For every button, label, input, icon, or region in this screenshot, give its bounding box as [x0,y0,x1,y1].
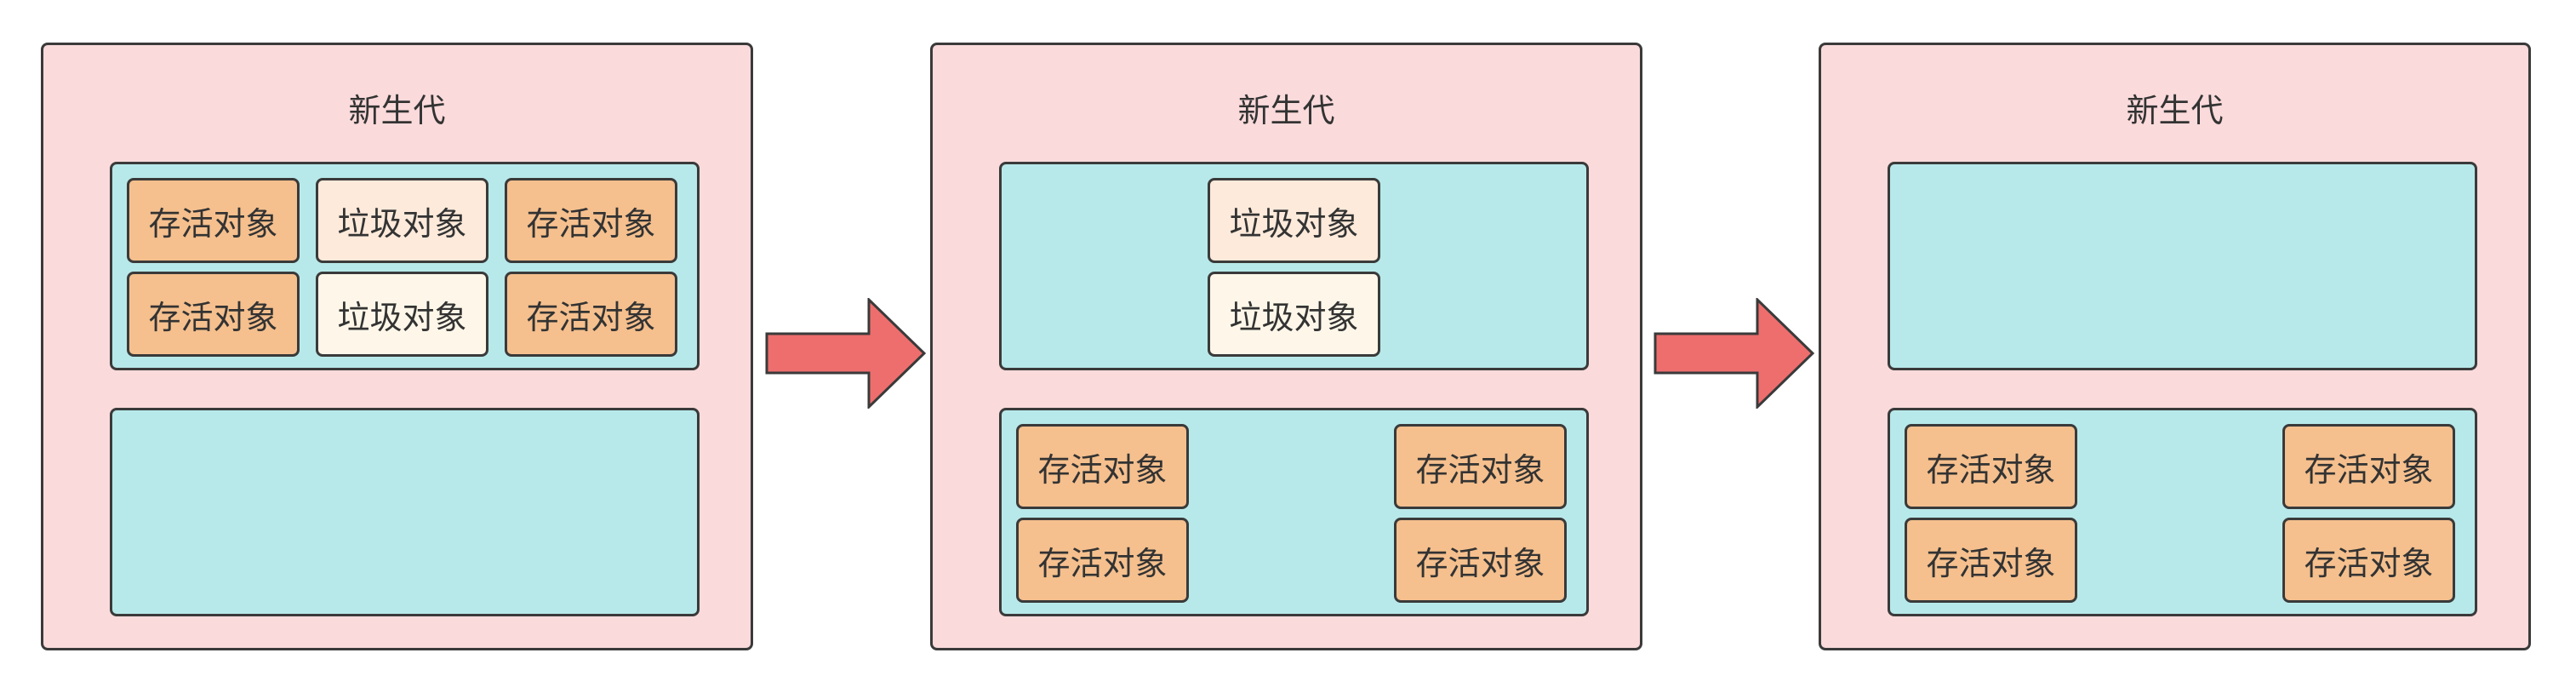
right-arrow-icon [1654,298,1815,409]
survivor-object: 存活对象 [505,272,677,357]
garbage-object: 垃圾对象 [316,272,488,357]
survivor-object: 存活对象 [1016,518,1189,603]
garbage-object: 垃圾对象 [316,178,488,263]
survivor-object: 存活对象 [127,272,300,357]
right-arrow-icon [765,298,927,409]
survivor-object: 存活对象 [1394,424,1567,509]
garbage-object: 垃圾对象 [1208,272,1380,357]
eden-region [1888,162,2477,370]
survivor-object: 存活对象 [127,178,300,263]
panel-title: 新生代 [348,92,446,129]
eden-region: 存活对象 垃圾对象 存活对象 存活对象 垃圾对象 存活对象 [110,162,700,370]
garbage-object: 垃圾对象 [1208,178,1380,263]
eden-region: 垃圾对象 垃圾对象 [999,162,1589,370]
survivor-object: 存活对象 [2282,424,2455,509]
survivor-region: 存活对象 存活对象 存活对象 存活对象 [999,408,1589,616]
survivor-object: 存活对象 [1905,424,2077,509]
young-generation-panel-1: 新生代 存活对象 垃圾对象 存活对象 存活对象 垃圾对象 存活对象 [41,43,753,650]
survivor-object: 存活对象 [1394,518,1567,603]
panel-title: 新生代 [2126,92,2224,129]
survivor-object: 存活对象 [1016,424,1189,509]
survivor-object: 存活对象 [2282,518,2455,603]
young-generation-panel-3: 新生代 存活对象 存活对象 存活对象 存活对象 [1819,43,2531,650]
survivor-object: 存活对象 [505,178,677,263]
panel-title: 新生代 [1237,92,1335,129]
survivor-object: 存活对象 [1905,518,2077,603]
young-generation-panel-2: 新生代 垃圾对象 垃圾对象 存活对象 存活对象 存活对象 存活对象 [930,43,1642,650]
survivor-region [110,408,700,616]
survivor-region: 存活对象 存活对象 存活对象 存活对象 [1888,408,2477,616]
